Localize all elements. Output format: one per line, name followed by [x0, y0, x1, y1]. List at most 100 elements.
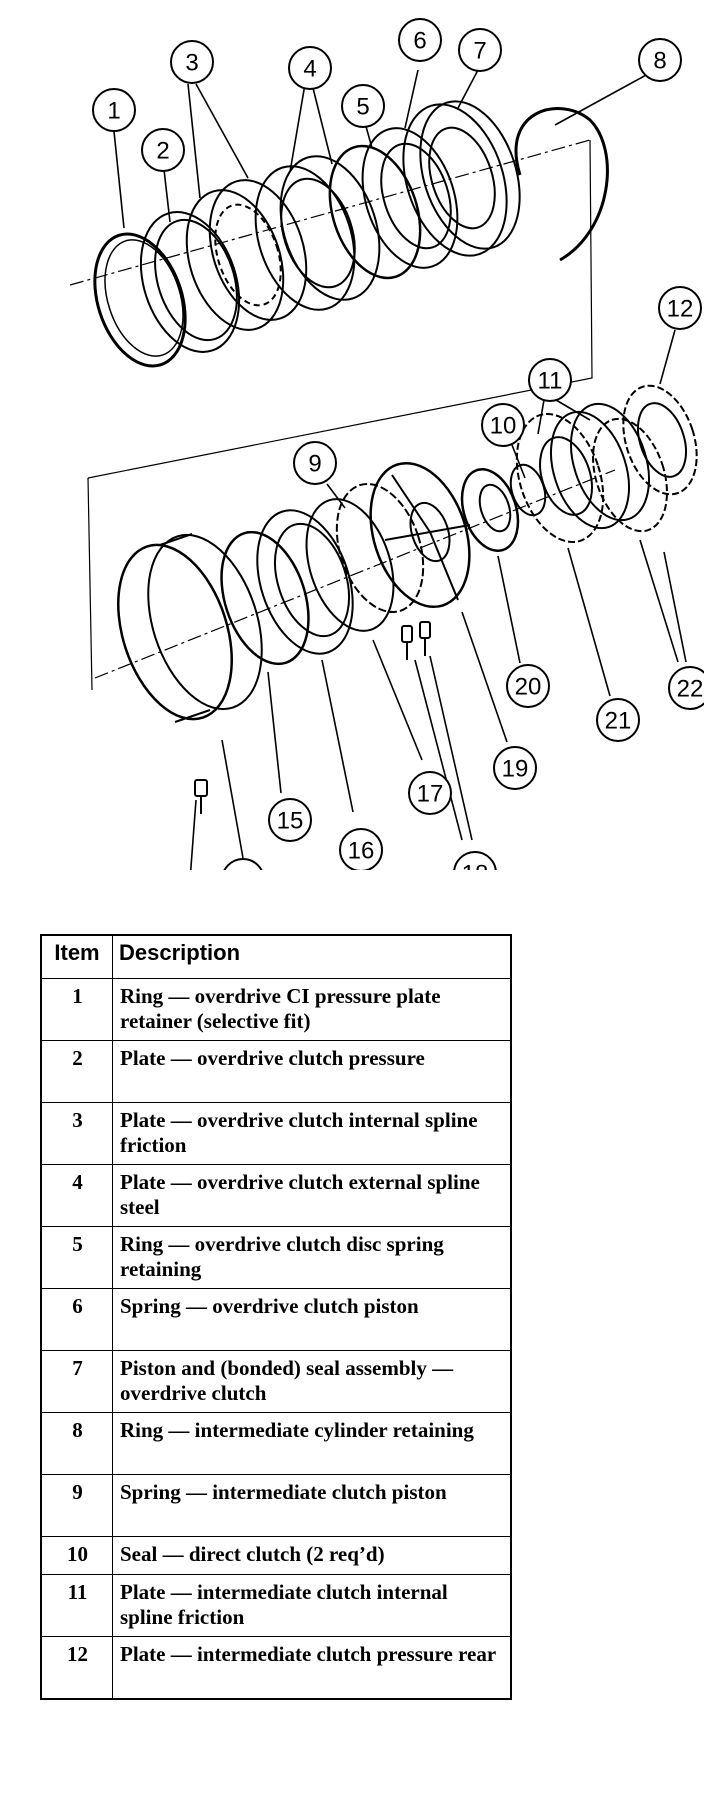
table-row: 12 Plate — intermediate clutch pressure …: [40, 1636, 512, 1699]
item-number: 12: [40, 1636, 113, 1699]
part-22-steel-plates: [592, 417, 668, 533]
callout-label: 20: [515, 674, 542, 701]
part-11-friction-plates: [550, 402, 650, 530]
callout-16: [339, 828, 383, 870]
part-2-pressure-plate: [139, 211, 241, 353]
callout-6: [398, 18, 442, 62]
table-row: 3 Plate — overdrive clutch internal spli…: [40, 1102, 512, 1165]
callout-label: 21: [605, 708, 632, 735]
callout-label: 8: [653, 48, 666, 75]
item-number: 6: [40, 1288, 113, 1351]
callout-8: [638, 38, 682, 82]
callout-label: 9: [308, 451, 321, 478]
table-row: 5 Ring — overdrive clutch disc spring re…: [40, 1226, 512, 1289]
callout-label: 4: [303, 56, 316, 83]
part-9-piston-spring: [335, 483, 425, 613]
parts-legend-table: Item Description 1 Ring — overdrive CI p…: [40, 934, 512, 1700]
callout-2: [141, 128, 185, 172]
part-21-plate: [515, 413, 605, 543]
callout-5: [341, 84, 385, 128]
callout-14: [223, 858, 263, 870]
callout-3: [170, 40, 214, 84]
part-4-steel-plates: [254, 155, 381, 311]
part-5-disc-spring-ring: [328, 144, 422, 280]
callout-10: [481, 403, 525, 447]
item-number: 2: [40, 1040, 113, 1103]
item-description: Plate — overdrive clutch external spline…: [112, 1164, 512, 1227]
item-number: 7: [40, 1350, 113, 1413]
callout-19: [493, 746, 537, 790]
part-6-piston-spring: [361, 127, 459, 269]
item-number: 8: [40, 1412, 113, 1475]
item-description: Plate — overdrive clutch pressure: [112, 1040, 512, 1103]
part-7-piston-assembly: [402, 100, 521, 257]
callout-21: [596, 698, 640, 742]
header-description: Description: [112, 934, 512, 979]
part-17-ring: [305, 498, 395, 632]
part-8-cylinder-ring: [514, 107, 609, 262]
table-row: 10 Seal — direct clutch (2 req’d): [40, 1536, 512, 1575]
callout-label: 1: [107, 98, 120, 125]
table-row: 1 Ring — overdrive CI pressure plate ret…: [40, 978, 512, 1041]
item-description: Ring — overdrive CI pressure plate retai…: [112, 978, 512, 1041]
callout-11: [528, 358, 572, 402]
item-description: Plate — intermediate clutch pressure rea…: [112, 1636, 512, 1699]
item-description: Ring — intermediate cylinder retaining: [112, 1412, 512, 1475]
part-15-ring: [220, 530, 310, 666]
callout-label: 12: [667, 296, 694, 323]
item-number: 9: [40, 1474, 113, 1537]
item-description: Seal — direct clutch (2 req’d): [112, 1536, 512, 1575]
item-description: Plate — intermediate clutch internal spl…: [112, 1574, 512, 1637]
part-13-bolt: [194, 779, 208, 814]
callout-label: 5: [356, 94, 369, 121]
item-description: Spring — overdrive clutch piston: [112, 1288, 512, 1351]
callout-label: 22: [677, 676, 704, 703]
table-row: 9 Spring — intermediate clutch piston: [40, 1474, 512, 1537]
table-row: 7 Piston and (bonded) seal assembly — ov…: [40, 1350, 512, 1413]
item-number: 3: [40, 1102, 113, 1165]
item-number: 4: [40, 1164, 113, 1227]
part-14-cylinder: [117, 533, 263, 723]
callout-label: 14: [230, 868, 257, 871]
item-description: Piston and (bonded) seal assembly — over…: [112, 1350, 512, 1413]
item-number: 5: [40, 1226, 113, 1289]
callout-label: 7: [473, 38, 486, 65]
table-row: 11 Plate — intermediate clutch internal …: [40, 1574, 512, 1637]
callout-17: [408, 771, 452, 815]
callout-15: [268, 798, 312, 842]
table-row: 6 Spring — overdrive clutch piston: [40, 1288, 512, 1351]
exploded-parts-diagram: 1 2 3 4 5 6 7 8 9 10 11 12 13 14 15 16 1…: [69, 18, 704, 871]
callout-label: 11: [538, 368, 563, 395]
callout-18: [453, 851, 497, 870]
item-description: Plate — overdrive clutch internal spline…: [112, 1102, 512, 1165]
callout-label: 3: [185, 50, 198, 77]
table-header-row: Item Description: [40, 934, 512, 979]
part-18-bolts: [401, 621, 431, 660]
callout-label: 2: [156, 138, 169, 165]
item-description: Spring — intermediate clutch piston: [112, 1474, 512, 1537]
callout-label: 17: [417, 781, 444, 808]
callout-label: 15: [277, 808, 304, 835]
item-number: 11: [40, 1574, 113, 1637]
table-row: 2 Plate — overdrive clutch pressure: [40, 1040, 512, 1103]
callout-label: 16: [348, 838, 375, 865]
part-1-retaining-ring: [93, 232, 187, 368]
item-number: 1: [40, 978, 113, 1041]
part-10-seal: [509, 463, 547, 517]
callout-9: [293, 441, 337, 485]
table-row: 8 Ring — intermediate cylinder retaining: [40, 1412, 512, 1475]
item-number: 10: [40, 1536, 113, 1575]
callout-label: 6: [413, 28, 426, 55]
callout-4: [288, 46, 332, 90]
part-12-pressure-plate: [622, 384, 698, 496]
callout-22: [668, 666, 704, 710]
item-description: Ring — overdrive clutch disc spring reta…: [112, 1226, 512, 1289]
callout-label: 18: [462, 861, 489, 871]
callout-label: 10: [490, 413, 517, 440]
callout-1: [92, 88, 136, 132]
header-item: Item: [40, 934, 113, 979]
callout-20: [506, 664, 550, 708]
callout-label: 19: [502, 756, 529, 783]
part-19-piston: [369, 461, 471, 609]
callout-12: [658, 286, 702, 330]
